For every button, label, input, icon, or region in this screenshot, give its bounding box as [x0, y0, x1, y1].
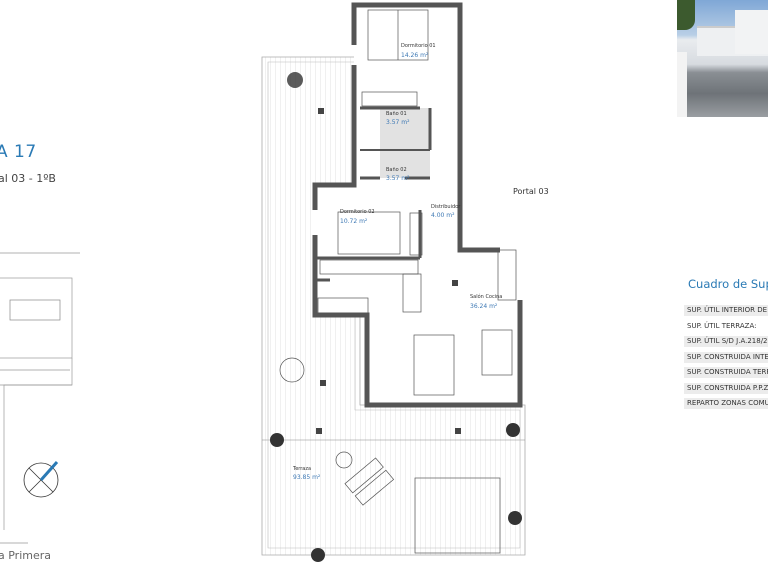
unit-subtitle: al 03 - 1ºB [0, 172, 56, 185]
room-area: 93.85 m² [293, 474, 321, 481]
room-name: Dormitorio 01 [401, 43, 436, 49]
surface-row: SUP. ÚTIL S/D J.A.218/20 [684, 336, 768, 347]
surface-row: SUP. CONSTRUIDA INTER [684, 351, 768, 363]
room-name: Baño 01 [386, 111, 407, 117]
room-name: Baño 02 [386, 167, 407, 173]
surface-row: SUP. ÚTIL INTERIOR DE VI [684, 305, 768, 316]
walls [312, 2, 523, 408]
project-title: A 17 [0, 142, 37, 162]
room-area: 3.57 m² [386, 119, 410, 126]
tree-icons [270, 72, 522, 562]
room-area: 3.57 m² [386, 175, 410, 182]
room-name: Dormitorio 02 [340, 209, 375, 215]
room-name: Terraza [292, 466, 311, 472]
surfaces-table-title: Cuadro de Sup [688, 277, 768, 291]
room-name: Salón Cocina [470, 293, 502, 300]
room-area: 4.00 m² [431, 212, 455, 219]
surfaces-table: SUP. ÚTIL INTERIOR DE VI SUP. ÚTIL TERRA… [684, 305, 768, 414]
building-render-photo [677, 0, 768, 117]
surface-row: SUP. ÚTIL TERRAZA: [687, 321, 757, 330]
floor-label: a Primera [0, 549, 52, 562]
room-area: 10.72 m² [340, 218, 368, 225]
surface-row: REPARTO ZONAS COMU [684, 398, 768, 409]
room-name: Distribuidor [431, 204, 461, 210]
surface-row: SUP. CONSTRUIDA TERRA [684, 367, 768, 378]
surface-row: SUP. CONSTRUIDA P.P.Z. [684, 382, 768, 394]
compass-icon [23, 461, 59, 498]
portal-label: Portal 03 [513, 187, 549, 196]
location-plan [0, 252, 80, 544]
pillar-icons [316, 108, 461, 434]
room-area: 14.26 m² [401, 52, 429, 59]
furniture [279, 9, 517, 554]
room-area: 36.24 m² [470, 303, 498, 310]
